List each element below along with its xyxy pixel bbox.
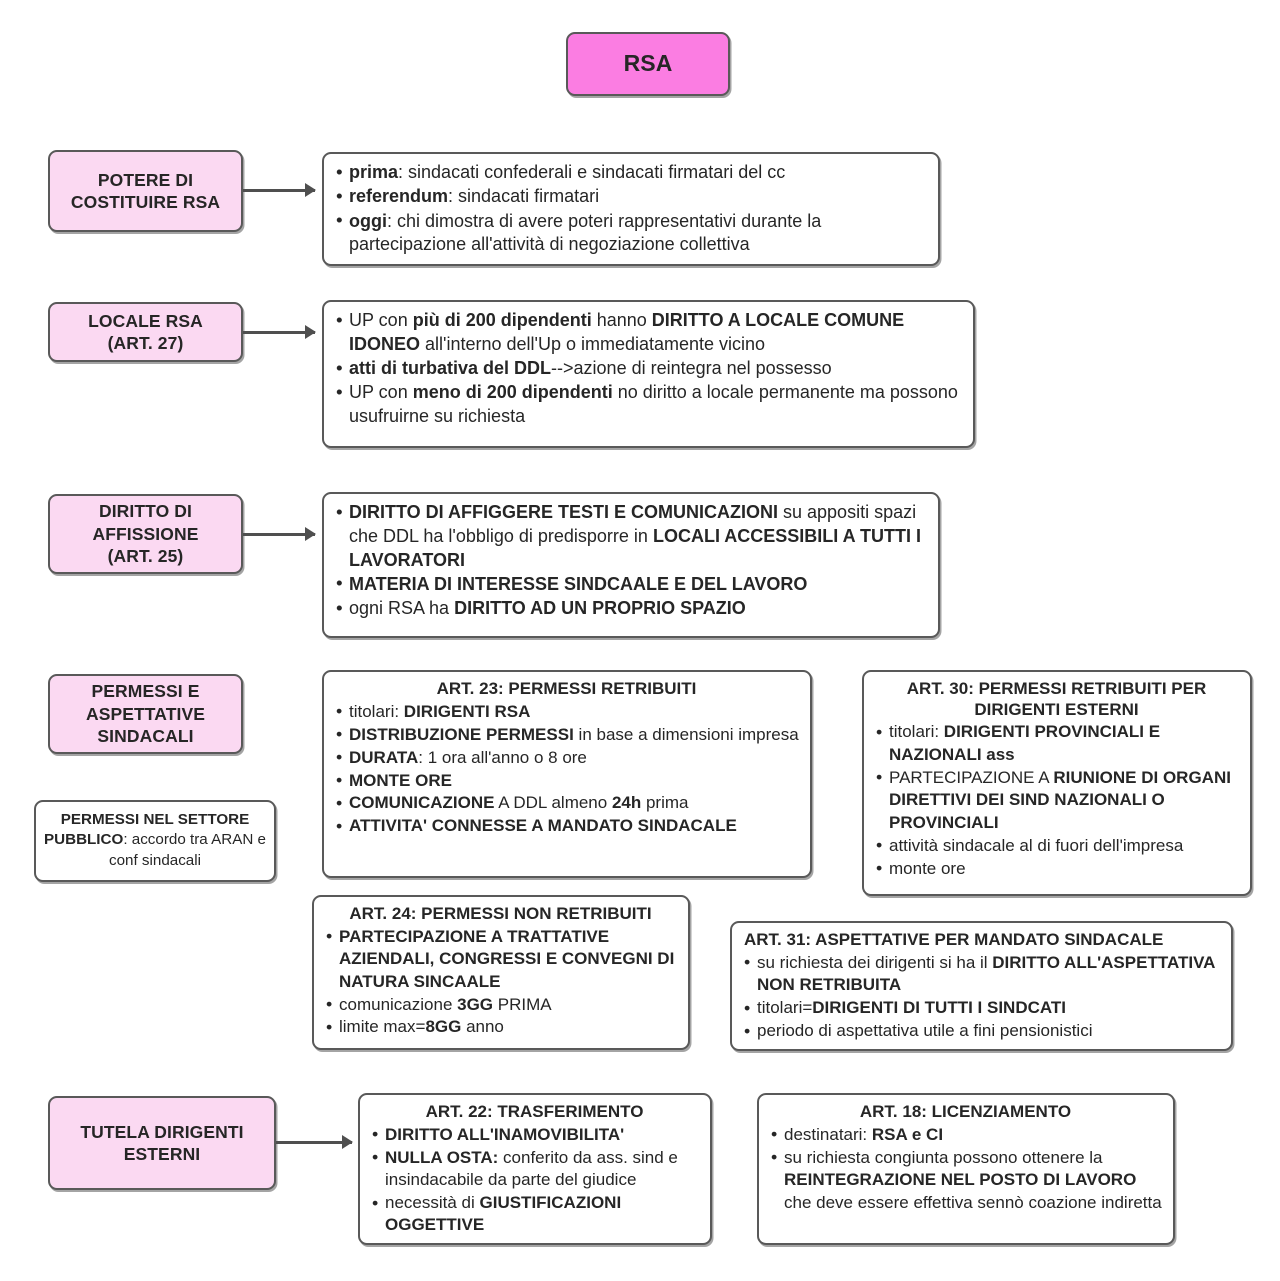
- node-affissione-label: DIRITTO DI AFFISSIONE (ART. 25): [92, 501, 199, 567]
- detail-box-settore-pubblico: PERMESSI NEL SETTORE PUBBLICO: accordo t…: [34, 800, 276, 882]
- list-item: monte ore: [874, 857, 1239, 881]
- list-item: titolari=DIRIGENTI DI TUTTI I SINDCATI: [742, 997, 1220, 1021]
- affissione-list: DIRITTO DI AFFIGGERE TESTI E COMUNICAZIO…: [334, 500, 927, 622]
- node-tutela-dirigenti-esterni[interactable]: TUTELA DIRIGENTI ESTERNI: [48, 1096, 276, 1190]
- root-node-label: RSA: [623, 50, 673, 77]
- list-item: DIRITTO ALL'INAMOVIBILITA': [370, 1123, 699, 1147]
- arrow-potere: [243, 189, 315, 192]
- node-locale-label: LOCALE RSA (ART. 27): [88, 310, 203, 353]
- node-tutela-label: TUTELA DIRIGENTI ESTERNI: [80, 1121, 244, 1164]
- settore-pubblico-text: PERMESSI NEL SETTORE PUBBLICO: accordo t…: [44, 811, 266, 869]
- root-node-rsa[interactable]: RSA: [566, 32, 730, 96]
- detail-box-art-24: ART. 24: PERMESSI NON RETRIBUITI PARTECI…: [312, 895, 690, 1050]
- node-locale-rsa[interactable]: LOCALE RSA (ART. 27): [48, 302, 243, 362]
- list-item: PARTECIPAZIONE A TRATTATIVE AZIENDALI, C…: [324, 925, 677, 993]
- art-22-list: DIRITTO ALL'INAMOVIBILITA' NULLA OSTA: c…: [370, 1123, 699, 1237]
- node-permessi-aspettative[interactable]: PERMESSI E ASPETTATIVE SINDACALI: [48, 674, 243, 754]
- list-item: prima: sindacati confederali e sindacati…: [334, 161, 927, 186]
- node-diritto-affissione[interactable]: DIRITTO DI AFFISSIONE (ART. 25): [48, 494, 243, 574]
- list-item: ogni RSA ha DIRITTO AD UN PROPRIO SPAZIO: [334, 597, 927, 622]
- node-potere-label: POTERE DI COSTITUIRE RSA: [70, 169, 221, 212]
- list-item: DIRITTO DI AFFIGGERE TESTI E COMUNICAZIO…: [334, 500, 927, 572]
- list-item: titolari: DIRIGENTI RSA: [334, 700, 799, 724]
- arrow-locale: [243, 331, 315, 334]
- art-24-list: PARTECIPAZIONE A TRATTATIVE AZIENDALI, C…: [324, 925, 677, 1040]
- detail-box-locale: UP con più di 200 dipendenti hanno DIRIT…: [322, 300, 975, 448]
- list-item: DISTRIBUZIONE PERMESSI in base a dimensi…: [334, 723, 799, 747]
- list-item: DURATA: 1 ora all'anno o 8 ore: [334, 746, 799, 770]
- list-item: UP con più di 200 dipendenti hanno DIRIT…: [334, 309, 962, 357]
- list-item: oggi: chi dimostra di avere poteri rappr…: [334, 209, 927, 258]
- list-item: limite max=8GG anno: [324, 1016, 677, 1040]
- potere-list: prima: sindacati confederali e sindacati…: [334, 161, 927, 257]
- art-31-list: su richiesta dei dirigenti si ha il DIRI…: [742, 951, 1220, 1044]
- list-item: PARTECIPAZIONE A RIUNIONE DI ORGANI DIRE…: [874, 766, 1239, 834]
- detail-box-art-22: ART. 22: TRASFERIMENTO DIRITTO ALL'INAMO…: [358, 1093, 712, 1245]
- detail-box-affissione: DIRITTO DI AFFIGGERE TESTI E COMUNICAZIO…: [322, 492, 940, 638]
- detail-box-art-18: ART. 18: LICENZIAMENTO destinatari: RSA …: [757, 1093, 1175, 1245]
- list-item: ATTIVITA' CONNESSE A MANDATO SINDACALE: [334, 815, 799, 839]
- list-item: periodo di aspettativa utile a fini pens…: [742, 1020, 1220, 1044]
- list-item: MONTE ORE: [334, 769, 799, 793]
- list-item: comunicazione 3GG PRIMA: [324, 993, 677, 1017]
- list-item: su richiesta congiunta possono ottenere …: [769, 1146, 1162, 1214]
- list-item: titolari: DIRIGENTI PROVINCIALI E NAZION…: [874, 721, 1239, 766]
- list-item: NULLA OSTA: conferito da ass. sind e ins…: [370, 1146, 699, 1192]
- art-30-heading: ART. 30: PERMESSI RETRIBUITI PER DIRIGEN…: [906, 679, 1207, 719]
- list-item: attività sindacale al di fuori dell'impr…: [874, 834, 1239, 858]
- node-potere-costituire-rsa[interactable]: POTERE DI COSTITUIRE RSA: [48, 150, 243, 232]
- art-18-list: destinatari: RSA e CI su richiesta congi…: [769, 1123, 1162, 1214]
- list-item: UP con meno di 200 dipendenti no diritto…: [334, 381, 962, 429]
- art-31-heading: ART. 31: ASPETTATIVE PER MANDATO SINDACA…: [744, 930, 1164, 949]
- list-item: necessità di GIUSTIFICAZIONI OGGETTIVE: [370, 1192, 699, 1237]
- list-item: destinatari: RSA e CI: [769, 1123, 1162, 1147]
- locale-list: UP con più di 200 dipendenti hanno DIRIT…: [334, 309, 962, 429]
- art-23-list: titolari: DIRIGENTI RSA DISTRIBUZIONE PE…: [334, 700, 799, 839]
- art-30-list: titolari: DIRIGENTI PROVINCIALI E NAZION…: [874, 721, 1239, 881]
- art-23-heading: ART. 23: PERMESSI RETRIBUITI: [436, 679, 697, 698]
- detail-box-potere: prima: sindacati confederali e sindacati…: [322, 152, 940, 266]
- list-item: MATERIA DI INTERESSE SINDCAALE E DEL LAV…: [334, 572, 927, 597]
- detail-box-art-23: ART. 23: PERMESSI RETRIBUITI titolari: D…: [322, 670, 812, 878]
- arrow-tutela: [276, 1141, 352, 1144]
- list-item: COMUNICAZIONE A DDL almeno 24h prima: [334, 792, 799, 816]
- list-item: su richiesta dei dirigenti si ha il DIRI…: [742, 951, 1220, 997]
- detail-box-art-30: ART. 30: PERMESSI RETRIBUITI PER DIRIGEN…: [862, 670, 1252, 896]
- detail-box-art-31: ART. 31: ASPETTATIVE PER MANDATO SINDACA…: [730, 921, 1233, 1051]
- art-24-heading: ART. 24: PERMESSI NON RETRIBUITI: [349, 904, 652, 923]
- node-permessi-label: PERMESSI E ASPETTATIVE SINDACALI: [85, 681, 206, 747]
- arrow-affissione: [243, 533, 315, 536]
- list-item: referendum: sindacati firmatari: [334, 185, 927, 210]
- list-item: atti di turbativa del DDL-->azione di re…: [334, 357, 962, 382]
- art-18-heading: ART. 18: LICENZIAMENTO: [859, 1102, 1072, 1121]
- art-22-heading: ART. 22: TRASFERIMENTO: [425, 1102, 644, 1121]
